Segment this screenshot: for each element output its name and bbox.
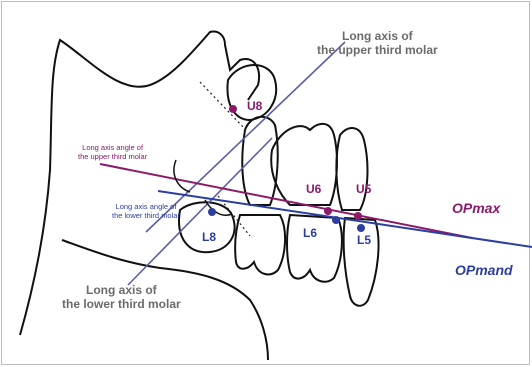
upper-axis-line-1: Long axis of bbox=[317, 30, 438, 44]
lower-second-molar-shape bbox=[235, 215, 285, 274]
upper-first-molar-shape bbox=[271, 124, 337, 205]
upper-premolar-shape bbox=[336, 128, 367, 210]
l6-label: L6 bbox=[303, 227, 317, 241]
upper-perpendicular-dotted bbox=[200, 82, 246, 130]
l5-label: L5 bbox=[357, 234, 371, 248]
u6-label: U6 bbox=[306, 183, 321, 197]
l8-label: L8 bbox=[202, 231, 216, 245]
lower-first-molar-shape bbox=[287, 215, 342, 282]
lower-axis-callout: Long axis of the lower third molar bbox=[62, 284, 181, 312]
l5-point bbox=[357, 224, 365, 232]
upper-angle-callout: Long axis angle of the upper third molar bbox=[78, 144, 147, 161]
u6-point bbox=[324, 207, 332, 215]
u5-point bbox=[354, 212, 362, 220]
lower-axis-line-1: Long axis of bbox=[62, 284, 181, 298]
upper-second-molar-shape bbox=[242, 117, 277, 205]
opmax-label: OPmax bbox=[452, 200, 500, 216]
l8-point bbox=[208, 208, 216, 216]
upper-angle-line-2: the upper third molar bbox=[78, 153, 147, 162]
upper-angle-arc bbox=[174, 160, 190, 192]
lower-angle-callout: Long axis angle of the lower third molar bbox=[112, 203, 180, 220]
u8-point bbox=[229, 105, 237, 113]
upper-axis-callout: Long axis of the upper third molar bbox=[317, 30, 438, 58]
lower-angle-line-2: the lower third molar bbox=[112, 212, 180, 221]
u5-label: U5 bbox=[356, 183, 371, 197]
l6-point bbox=[332, 216, 340, 224]
opmand-label: OPmand bbox=[455, 262, 513, 278]
lower-axis-line-2: the lower third molar bbox=[62, 298, 181, 312]
u8-label: U8 bbox=[247, 100, 262, 114]
upper-axis-line-2: the upper third molar bbox=[317, 44, 438, 58]
opmax-plane-line bbox=[100, 164, 472, 238]
